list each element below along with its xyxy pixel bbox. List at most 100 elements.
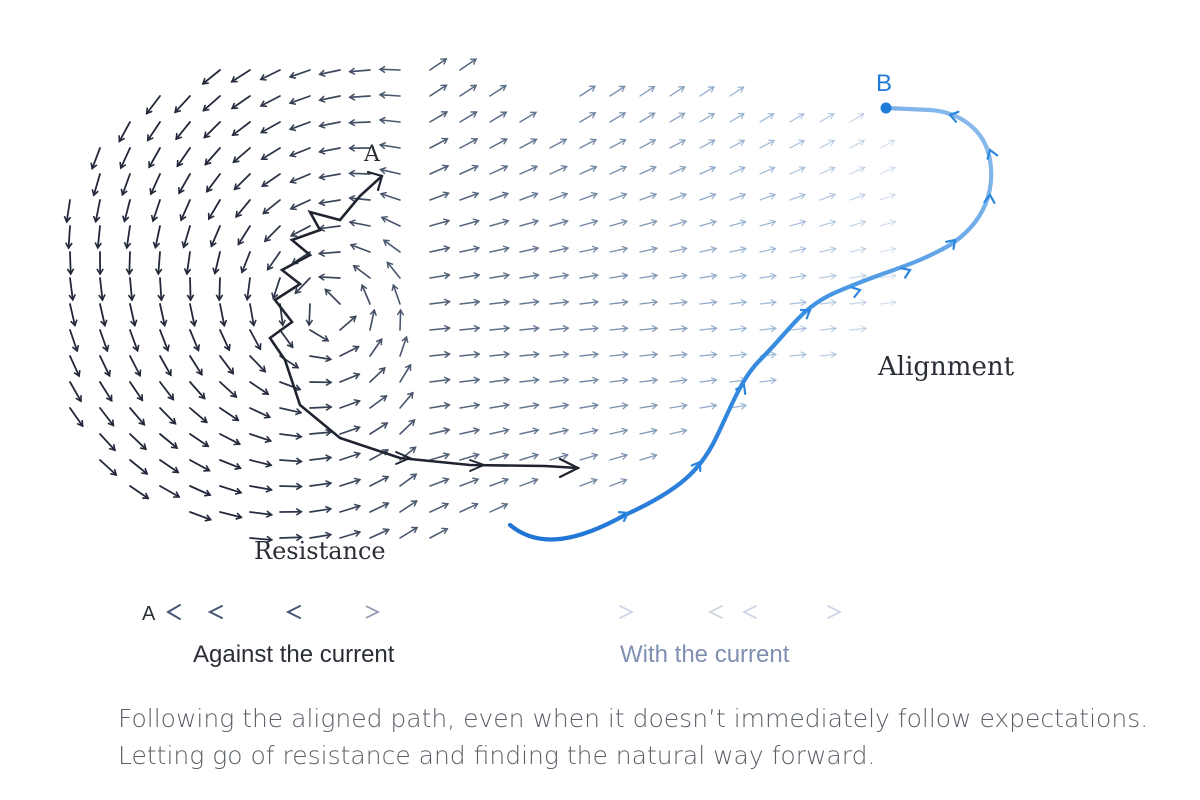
alignment-chevron <box>850 286 862 299</box>
field-arrow <box>318 199 341 205</box>
field-arrowhead <box>379 191 387 199</box>
field-arrowhead <box>353 503 362 511</box>
field-arrow <box>609 85 626 97</box>
field-arrowhead <box>305 319 314 327</box>
field-arrowhead <box>532 402 540 410</box>
field-arrowhead <box>381 422 389 429</box>
field-arrowhead <box>443 271 451 280</box>
field-arrowhead <box>562 376 570 385</box>
field-arrow <box>579 193 598 201</box>
field-arrow <box>233 173 251 191</box>
field-arrowhead <box>231 129 239 137</box>
field-arrow <box>235 199 251 218</box>
field-arrow <box>849 221 867 227</box>
field-arrowhead <box>325 378 333 387</box>
field-arrow <box>148 147 161 169</box>
field-arrow <box>352 264 371 279</box>
alignment-chevron <box>617 511 630 523</box>
field-arrow <box>129 459 149 475</box>
field-arrowhead <box>91 189 99 197</box>
field-arrowhead <box>651 325 659 333</box>
field-arrow <box>69 355 80 377</box>
field-arrowhead <box>859 246 867 254</box>
field-arrowhead <box>396 308 405 316</box>
field-arrow <box>219 407 240 422</box>
field-arrow <box>549 404 569 409</box>
field-arrow <box>459 327 480 331</box>
field-arrowhead <box>288 71 297 79</box>
field-arrow <box>699 139 716 149</box>
field-arrowhead <box>259 365 267 373</box>
field-arrow <box>699 166 716 175</box>
field-arrowhead <box>503 324 511 333</box>
field-arrowhead <box>532 350 540 359</box>
field-arrow <box>519 247 539 253</box>
field-arrow <box>519 111 537 123</box>
caption-line-1: Following the aligned path, even when it… <box>118 704 1149 733</box>
field-arrowhead <box>441 164 450 172</box>
alignment-chevron <box>799 308 812 320</box>
field-arrow <box>729 139 745 149</box>
field-arrow <box>819 248 837 253</box>
field-arrowhead <box>353 451 362 459</box>
field-arrow <box>669 86 685 97</box>
field-arrowhead <box>110 468 118 476</box>
field-arrowhead <box>198 392 206 400</box>
field-arrowhead <box>230 102 239 110</box>
field-arrow <box>99 381 113 402</box>
field-arrow <box>249 511 273 516</box>
field-arrow <box>699 301 718 305</box>
field-arrow <box>609 112 626 123</box>
field-arrow <box>246 277 251 301</box>
field-arrowhead <box>621 218 629 227</box>
field-arrowhead <box>532 427 540 435</box>
resistance-label: Resistance <box>254 537 386 565</box>
field-arrow <box>459 247 480 253</box>
field-arrow <box>879 248 897 253</box>
field-arrowhead <box>681 351 688 359</box>
field-arrowhead <box>75 395 82 403</box>
field-arrowhead <box>227 367 235 375</box>
field-arrow <box>69 251 72 275</box>
field-arrowhead <box>709 192 717 200</box>
field-arrow <box>189 303 196 327</box>
field-arrow <box>348 95 371 99</box>
field-arrowhead <box>263 411 272 419</box>
field-arrowhead <box>205 185 213 193</box>
field-arrow <box>639 379 658 383</box>
field-arrow <box>549 165 568 175</box>
field-arrowhead <box>857 113 865 120</box>
field-arrow <box>289 69 311 78</box>
field-arrowhead <box>348 169 356 178</box>
field-arrow <box>219 355 235 375</box>
field-arrowhead <box>152 241 161 249</box>
field-arrow <box>348 172 371 175</box>
field-arrow <box>399 336 408 357</box>
field-arrowhead <box>501 477 510 485</box>
field-arrowhead <box>797 113 805 120</box>
field-arrowhead <box>173 491 181 498</box>
field-arrow <box>699 112 715 123</box>
field-arrowhead <box>799 219 807 227</box>
field-arrowhead <box>798 139 806 146</box>
field-arrow <box>429 453 450 461</box>
field-arrow <box>339 478 361 487</box>
field-arrow <box>849 166 866 175</box>
field-arrow <box>289 95 311 104</box>
field-arrowhead <box>348 194 356 203</box>
field-arrowhead <box>120 188 128 197</box>
field-arrow <box>429 327 451 331</box>
field-arrowhead <box>707 86 715 93</box>
field-arrowhead <box>162 344 170 352</box>
field-arrow <box>189 329 200 352</box>
field-arrowhead <box>621 272 629 280</box>
field-arrowhead <box>96 268 104 276</box>
field-arrow <box>99 407 115 427</box>
resistance-path <box>268 170 581 479</box>
field-arrow <box>519 300 540 305</box>
field-arrow <box>339 373 361 383</box>
field-arrow <box>159 485 181 498</box>
field-arrow <box>759 139 775 149</box>
field-arrowhead <box>502 401 510 410</box>
